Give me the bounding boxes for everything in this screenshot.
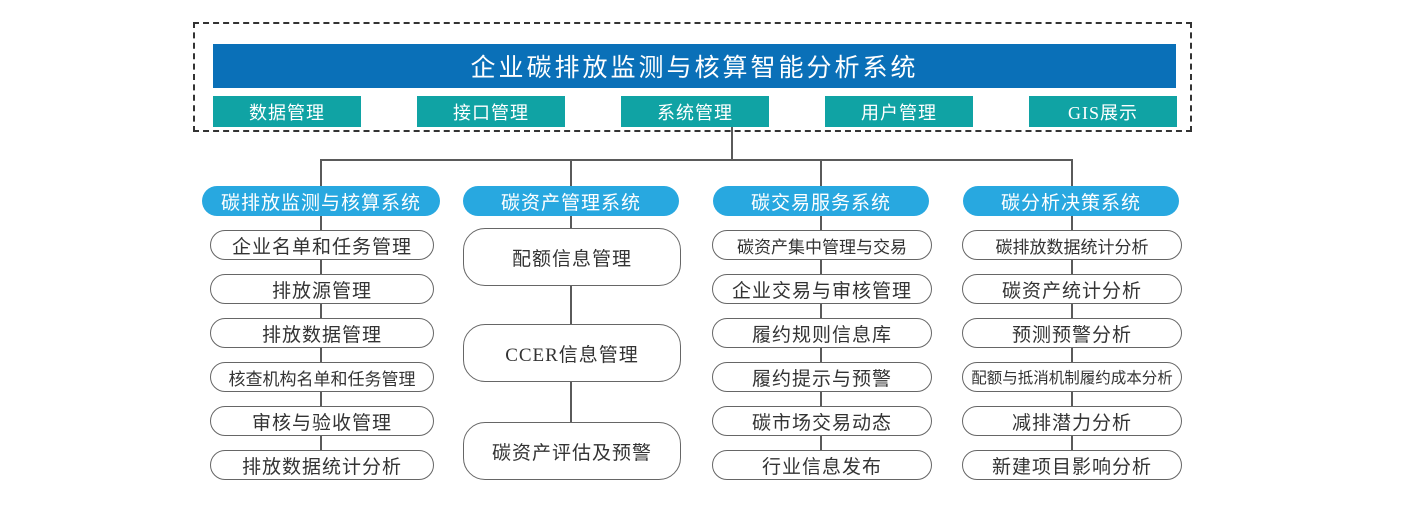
- connector-drop-col1: [320, 159, 322, 187]
- connector-stem: [731, 127, 733, 160]
- platform-frame: [193, 22, 1192, 132]
- column-header-analysis-decision: 碳分析决策系统: [963, 186, 1179, 216]
- module-item: 碳资产评估及预警: [463, 422, 681, 480]
- module-item: 行业信息发布: [712, 450, 932, 480]
- module-item: 减排潜力分析: [962, 406, 1182, 436]
- interface-management-button: 接口管理: [417, 96, 565, 127]
- column-header-emission-monitoring: 碳排放监测与核算系统: [202, 186, 440, 216]
- module-item: 碳市场交易动态: [712, 406, 932, 436]
- system-management-button: 系统管理: [621, 96, 769, 127]
- module-item: 配额与抵消机制履约成本分析: [962, 362, 1182, 392]
- data-management-button: 数据管理: [213, 96, 361, 127]
- connector-drop-col4: [1071, 159, 1073, 187]
- module-item: 企业名单和任务管理: [210, 230, 434, 260]
- gis-display-button: GIS展示: [1029, 96, 1177, 127]
- module-item: 排放数据统计分析: [210, 450, 434, 480]
- module-item: 企业交易与审核管理: [712, 274, 932, 304]
- column-header-asset-management: 碳资产管理系统: [463, 186, 679, 216]
- module-item: 新建项目影响分析: [962, 450, 1182, 480]
- connector-horizontal: [321, 159, 1073, 161]
- module-item: 审核与验收管理: [210, 406, 434, 436]
- module-item: 配额信息管理: [463, 228, 681, 286]
- module-item: 预测预警分析: [962, 318, 1182, 348]
- system-title: 企业碳排放监测与核算智能分析系统: [213, 44, 1176, 88]
- module-item: 碳资产集中管理与交易: [712, 230, 932, 260]
- module-item: 核查机构名单和任务管理: [210, 362, 434, 392]
- module-item: 碳资产统计分析: [962, 274, 1182, 304]
- module-item: 碳排放数据统计分析: [962, 230, 1182, 260]
- user-management-button: 用户管理: [825, 96, 973, 127]
- connector-drop-col2: [570, 159, 572, 187]
- module-item: 排放数据管理: [210, 318, 434, 348]
- module-item: 履约提示与预警: [712, 362, 932, 392]
- module-item: 履约规则信息库: [712, 318, 932, 348]
- connector-drop-col3: [820, 159, 822, 187]
- column-header-trading-services: 碳交易服务系统: [713, 186, 929, 216]
- module-item: CCER信息管理: [463, 324, 681, 382]
- module-item: 排放源管理: [210, 274, 434, 304]
